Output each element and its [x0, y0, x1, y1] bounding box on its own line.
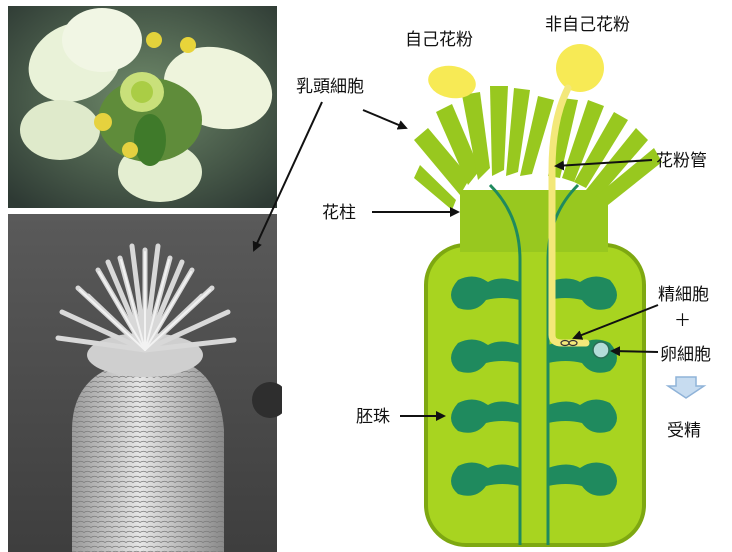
egg-arrow [612, 351, 658, 352]
style [460, 190, 608, 252]
egg-cell-label: 卵細胞 [660, 345, 711, 365]
egg-cell [593, 342, 609, 358]
fertilization-label: 受精 [667, 421, 701, 441]
nonself-pollen-grain [556, 44, 604, 92]
nonself-pollen-label: 非自己花粉 [545, 15, 630, 35]
papilla-to-photo-arrow [254, 102, 322, 250]
pollen-tube-label: 花粉管 [656, 151, 707, 171]
sperm-cell-label: 精細胞 [658, 285, 709, 305]
self-pollen-label: 自己花粉 [405, 30, 473, 50]
style-label: 花柱 [322, 203, 356, 223]
papilla-cell-label: 乳頭細胞 [296, 77, 364, 97]
fertilization-arrow-icon [668, 377, 704, 398]
papilla-arrow [363, 110, 406, 128]
ovule-label: 胚珠 [356, 407, 390, 427]
plus-sign: ＋ [674, 311, 691, 331]
